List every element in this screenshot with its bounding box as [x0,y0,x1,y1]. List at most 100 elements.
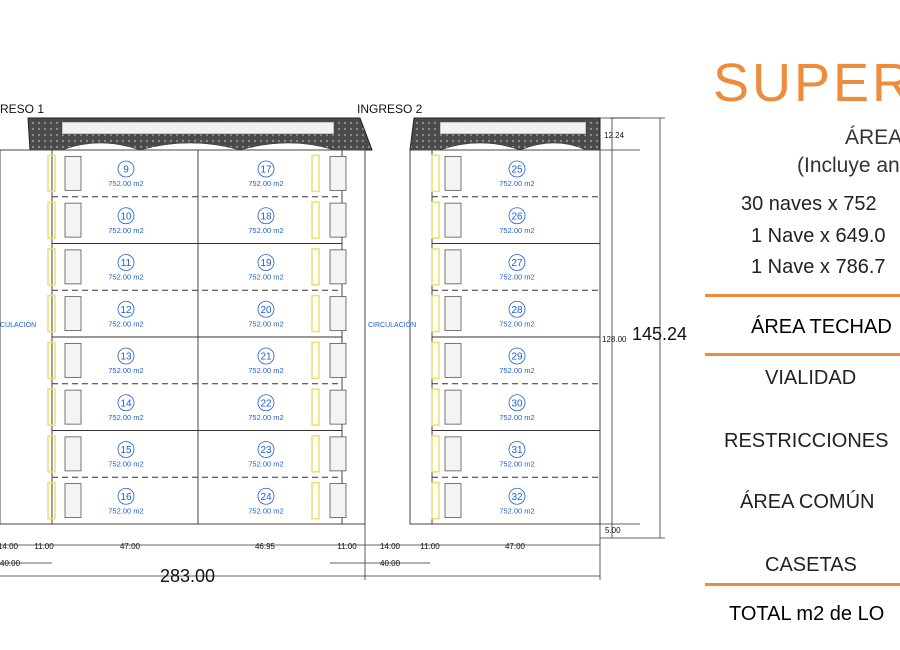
lot-area: 752.00 m2 [248,319,283,328]
loading-docks [47,154,462,520]
lot-14: 14 752.00 m2 [108,394,144,422]
lot-number-circle [508,347,526,365]
dock-marker [311,481,320,520]
lot-area: 752.00 m2 [499,319,534,328]
lot-number: 13 [120,352,132,363]
lot-area: 752.00 m2 [108,273,143,282]
dim-label: 11.00 [337,542,357,551]
dock-marker [47,341,56,380]
lot-number: 31 [511,445,523,456]
vialidad-label: VIALIDAD [765,367,857,389]
lot-number-circle [117,441,135,458]
dock-marker [311,294,320,333]
lot-16: 16 752.00 m2 [108,487,144,515]
lot-area: 752.00 m2 [248,179,283,188]
lot-number-circle [257,394,275,412]
lot-15: 15 752.00 m2 [108,441,144,469]
lot-number: 27 [511,258,523,269]
lot-number-circle [257,487,275,505]
lot-area: 752.00 m2 [108,319,143,328]
dock-marker [311,154,320,193]
lot-number-circle [257,441,275,458]
lot-area: 752.00 m2 [248,226,283,235]
dock-box [64,436,82,472]
dock-box [329,202,347,238]
lot-number-circle [257,160,275,178]
lot-area: 752.00 m2 [108,226,143,235]
dock-marker [47,481,56,520]
row-30-naves: 30 naves x 752 [741,193,877,215]
dock-marker [431,248,440,286]
vertical-dimensions [600,117,665,539]
dock-marker [431,154,440,193]
lot-number: 12 [120,305,132,316]
lot-number: 14 [120,398,132,409]
total-label: TOTAL m2 de LO [729,603,885,625]
lot-number: 9 [123,165,129,176]
dock-box [329,155,347,191]
lot-number: 10 [120,211,132,222]
area-techada-label: ÁREA TECHAD [751,316,892,338]
lot-13: 13 752.00 m2 [108,347,144,375]
lot-number-circle [117,394,135,412]
lot-number: 26 [511,211,523,222]
divider-rule [705,583,900,586]
dim-40-right: 40.00 [380,559,401,568]
circulacion-left-label: CULACIÓN [0,320,36,329]
horizontal-dimensions [0,524,601,580]
lot-number: 25 [511,165,523,176]
dock-box [64,202,82,238]
row-nave-786: 1 Nave x 786.7 [751,256,886,278]
lot-area: 752.00 m2 [108,413,143,422]
lot-number: 24 [260,492,272,503]
lot-number-circle [257,207,275,225]
lot-number-circle [508,207,526,225]
area-heading: ÁREA [845,126,900,149]
lot-area: 752.00 m2 [499,506,534,515]
dock-box [444,296,462,332]
dock-marker [311,388,320,426]
lot-number-circle [117,207,135,225]
dock-marker [431,201,440,239]
dim-label: 47.00 [505,542,526,551]
dock-marker [431,294,440,333]
lot-dividers [52,196,600,478]
dock-marker [431,481,440,520]
dock-marker [431,341,440,380]
dock-marker [47,388,56,426]
dim-40-left: 40.00 [0,559,21,568]
lot-number-circle [117,254,135,271]
dim-5: 5.00 [605,526,621,535]
dock-marker [47,154,56,193]
lot-area: 752.00 m2 [499,366,534,375]
area-comun-label: ÁREA COMÚN [740,491,875,513]
lot-number-circle [508,487,526,505]
row-nave-649: 1 Nave x 649.0 [751,225,886,247]
lot-12: 12 752.00 m2 [108,300,144,328]
lot-number-circle [257,254,275,271]
lot-area: 752.00 m2 [108,366,143,375]
lot-area: 752.00 m2 [248,413,283,422]
dock-marker [47,201,56,239]
dock-box [64,296,82,332]
lot-number-circle [117,160,135,178]
lot-area: 752.00 m2 [108,460,143,469]
panel-title: SUPER [713,53,900,113]
lot-number-circle [508,160,526,178]
ingreso-2-label: INGRESO 2 [357,102,423,116]
lot-number: 16 [120,492,132,503]
lot-area: 752.00 m2 [108,506,143,515]
lot-number: 15 [120,445,132,456]
lot-number-circle [508,441,526,458]
